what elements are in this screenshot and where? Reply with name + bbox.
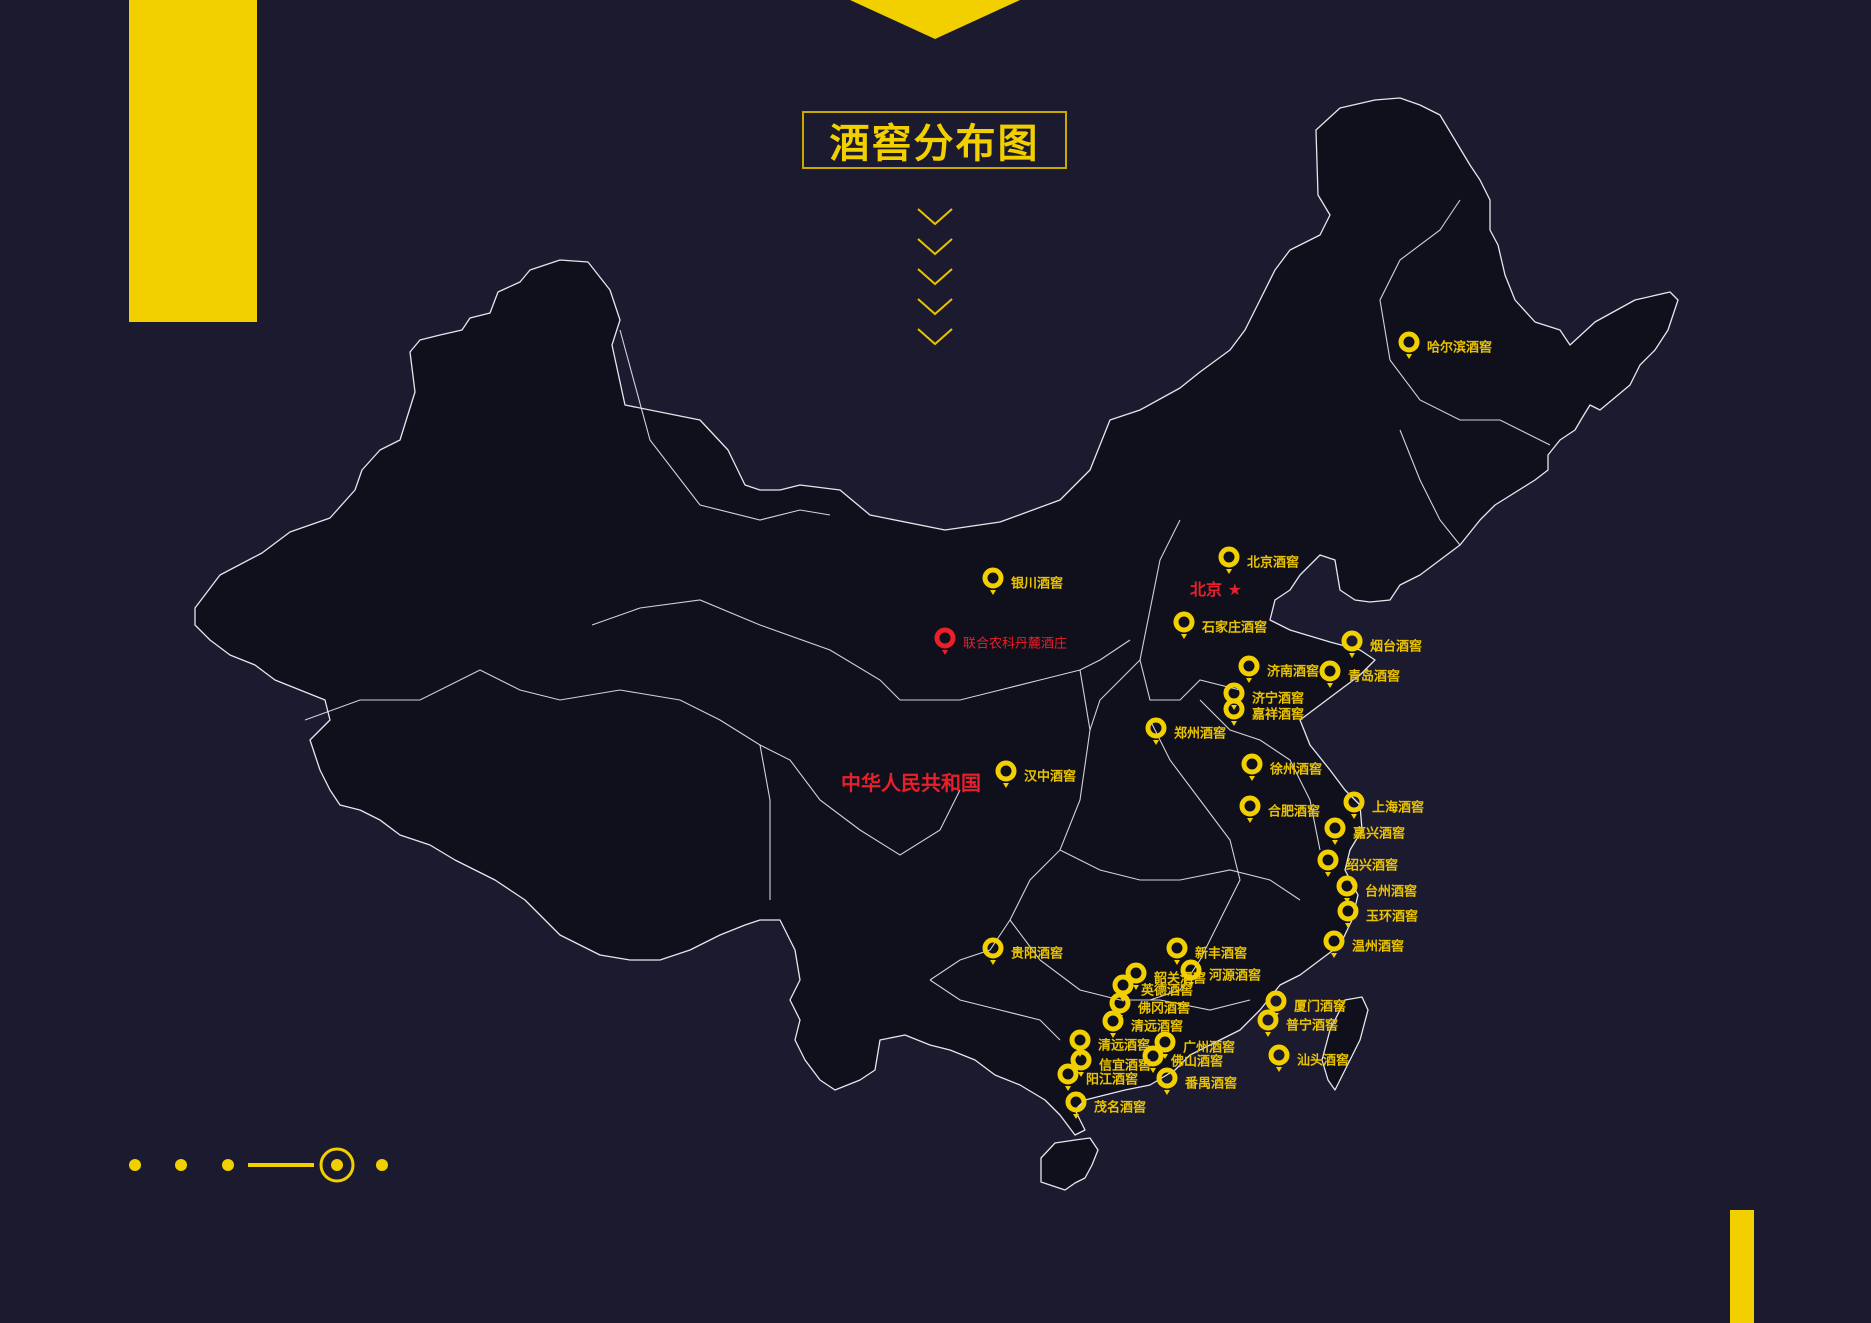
marker-label: 清远酒窖 — [1098, 1038, 1151, 1054]
marker-label: 嘉祥酒窖 — [1252, 707, 1305, 723]
pagination-indicator[interactable] — [120, 1145, 400, 1185]
map-pin-icon[interactable] — [995, 760, 1017, 790]
map-pin-icon[interactable] — [1125, 962, 1147, 992]
marker-label: 青岛酒窖 — [1348, 669, 1401, 685]
marker-label: 普宁酒窖 — [1286, 1018, 1339, 1034]
map-pin-icon[interactable] — [1323, 930, 1345, 960]
pager-active-ring — [319, 1147, 355, 1183]
marker-label: 烟台酒窖 — [1370, 639, 1423, 655]
map-pin-icon[interactable] — [1257, 1009, 1279, 1039]
marker-label: 联合农科丹麓酒庄 — [963, 636, 1068, 652]
marker-label: 哈尔滨酒窖 — [1427, 340, 1493, 356]
map-pin-icon[interactable] — [1341, 630, 1363, 660]
marker-label: 合肥酒窖 — [1268, 804, 1321, 820]
marker-label: 汕头酒窖 — [1297, 1053, 1350, 1069]
marker-label: 茂名酒窖 — [1094, 1100, 1147, 1116]
hainan-outline — [1040, 1137, 1099, 1191]
map-pin-icon[interactable] — [1241, 753, 1263, 783]
pager-dot — [222, 1159, 234, 1171]
marker-label: 河源酒窖 — [1209, 968, 1262, 984]
taiwan-outline — [1321, 996, 1369, 1091]
top-notch-triangle — [850, 0, 1020, 39]
map-pin-icon[interactable] — [1180, 959, 1202, 989]
marker-label: 佛山酒窖 — [1171, 1054, 1224, 1070]
map-pin-icon[interactable] — [1324, 817, 1346, 847]
map-pin-icon[interactable] — [1268, 1044, 1290, 1074]
map-pin-icon[interactable] — [1336, 875, 1358, 905]
marker-label: 信宜酒窖 — [1099, 1058, 1152, 1074]
marker-label: 嘉兴酒窖 — [1353, 826, 1406, 842]
pager-dot — [376, 1159, 388, 1171]
marker-label: 温州酒窖 — [1352, 939, 1405, 955]
map-pin-icon[interactable] — [1142, 1045, 1164, 1075]
marker-label: 济南酒窖 — [1267, 664, 1320, 680]
marker-label: 广州酒窖 — [1183, 1040, 1236, 1056]
pager-connector — [248, 1163, 314, 1167]
marker-label: 台州酒窖 — [1365, 884, 1418, 900]
map-pin-icon[interactable] — [1057, 1063, 1079, 1093]
marker-label: 阳江酒窖 — [1086, 1072, 1139, 1088]
marker-label: 徐州酒窖 — [1270, 762, 1323, 778]
pager-dot-active — [331, 1159, 343, 1171]
marker-label: 石家庄酒窖 — [1202, 620, 1268, 636]
map-pin-icon[interactable] — [1239, 795, 1261, 825]
map-pin-icon[interactable] — [1166, 937, 1188, 967]
marker-label: 郑州酒窖 — [1174, 726, 1227, 742]
map-pin-icon[interactable] — [1145, 717, 1167, 747]
marker-label: 济宁酒窖 — [1252, 691, 1305, 707]
marker-label: 英德酒窖 — [1141, 983, 1194, 999]
marker-label: 番禺酒窖 — [1185, 1076, 1238, 1092]
marker-label: 北京酒窖 — [1247, 555, 1300, 571]
marker-label: 绍兴酒窖 — [1346, 858, 1399, 874]
map-pin-icon[interactable] — [982, 937, 1004, 967]
map-pin-icon[interactable] — [1238, 655, 1260, 685]
marker-label: 厦门酒窖 — [1294, 999, 1347, 1015]
map-pin-icon[interactable] — [934, 627, 956, 657]
map-pin-icon[interactable] — [982, 567, 1004, 597]
marker-label: 清远酒窖 — [1131, 1019, 1184, 1035]
pager-dot — [129, 1159, 141, 1171]
map-pin-icon[interactable] — [1102, 1010, 1124, 1040]
map-pin-icon[interactable] — [1156, 1067, 1178, 1097]
pager-dot — [175, 1159, 187, 1171]
marker-label: 上海酒窖 — [1372, 800, 1425, 816]
capital-label: 北京 ★ — [1190, 580, 1242, 599]
map-pin-icon[interactable] — [1154, 1031, 1176, 1061]
marker-label: 佛冈酒窖 — [1138, 1001, 1191, 1017]
decorative-bar-top-left — [129, 0, 257, 322]
decorative-bar-bottom-right — [1730, 1210, 1754, 1323]
marker-label: 银川酒窖 — [1011, 576, 1064, 592]
map-pin-icon[interactable] — [1337, 900, 1359, 930]
map-pin-icon[interactable] — [1343, 791, 1365, 821]
map-pin-icon[interactable] — [1319, 660, 1341, 690]
marker-label: 贵阳酒窖 — [1011, 946, 1064, 962]
marker-label: 新丰酒窖 — [1195, 946, 1248, 962]
map-pin-icon[interactable] — [1223, 698, 1245, 728]
map-pin-icon[interactable] — [1317, 849, 1339, 879]
chevron-down-stack-icon — [917, 208, 953, 346]
page-title: 酒窖分布图 — [829, 121, 1040, 167]
title-box: 酒窖分布图 — [802, 111, 1067, 169]
map-pin-icon[interactable] — [1070, 1049, 1092, 1079]
marker-label: 汉中酒窖 — [1024, 769, 1077, 785]
map-pin-icon[interactable] — [1398, 331, 1420, 361]
mainland-outline — [194, 97, 1679, 1136]
marker-label: 玉环酒窖 — [1366, 909, 1419, 925]
country-label: 中华人民共和国 — [841, 771, 981, 795]
map-pin-icon[interactable] — [1218, 546, 1240, 576]
map-pin-icon[interactable] — [1065, 1091, 1087, 1121]
map-pin-icon[interactable] — [1173, 611, 1195, 641]
province-borders — [304, 199, 1551, 1041]
